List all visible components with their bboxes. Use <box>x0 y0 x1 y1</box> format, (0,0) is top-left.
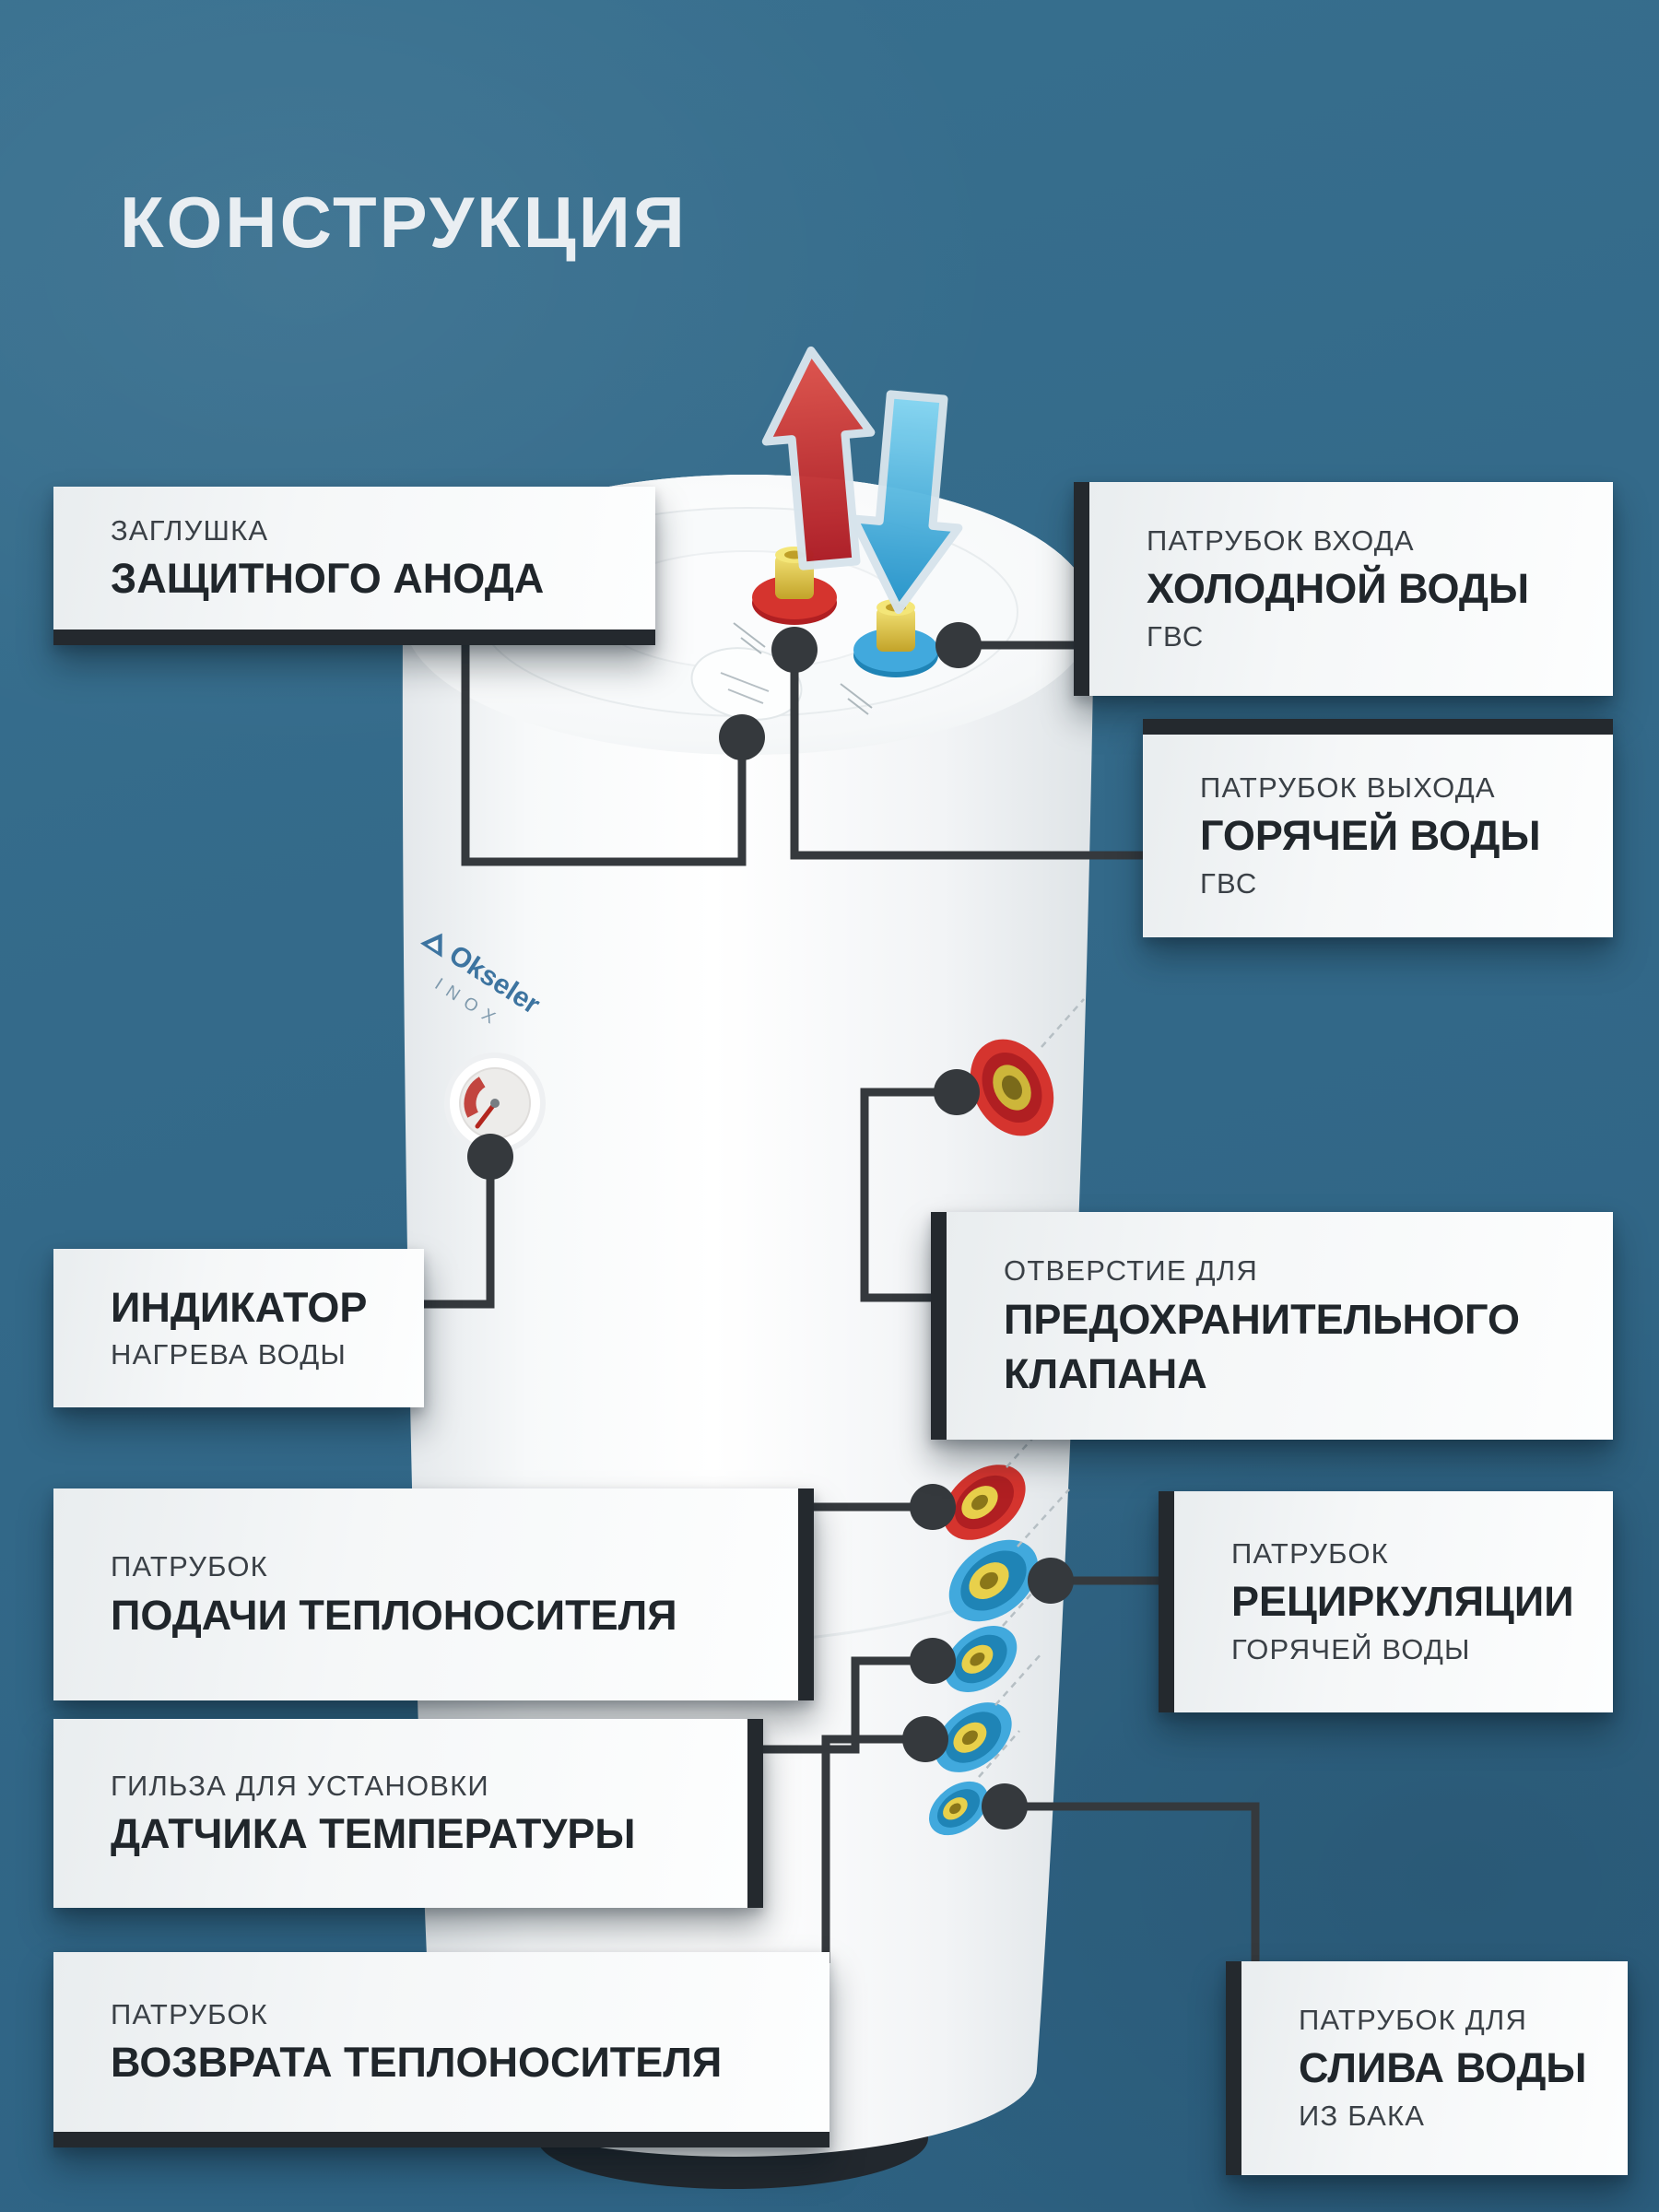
hot-water-up-arrow-icon <box>761 346 876 571</box>
engraving-mark <box>733 622 873 715</box>
port-cap-hole <box>971 1494 988 1511</box>
label-sub: ГВС <box>1200 866 1258 900</box>
callout-supply-dot <box>910 1484 956 1530</box>
label-box-heat-indicator: ИНДИКАТОР НАГРЕВА ВОДЫ <box>53 1249 424 1407</box>
callout-drain-dot <box>982 1783 1028 1830</box>
label-main: ДАТЧИКА ТЕМПЕРАТУРЫ <box>111 1810 636 1858</box>
label-main2: КЛАПАНА <box>1004 1349 1207 1397</box>
label-box-recirculation: ПАТРУБОК РЕЦИРКУЛЯЦИИ ГОРЯЧЕЙ ВОДЫ <box>1159 1491 1613 1712</box>
recirculation-port <box>948 1539 1039 1622</box>
port-cap-hole <box>1001 1075 1023 1100</box>
label-box-safety-valve: ОТВЕРСТИЕ ДЛЯ ПРЕДОХРАНИТЕЛЬНОГО КЛАПАНА <box>931 1212 1613 1440</box>
heating-return-port <box>935 1702 1012 1772</box>
port-cap-hole <box>949 1803 961 1815</box>
callout-valve-dot <box>934 1069 980 1115</box>
gauge-hub <box>490 1099 500 1108</box>
label-sub: ГВС <box>1147 619 1205 653</box>
label-box-heating-supply: ПАТРУБОК ПОДАЧИ ТЕПЛОНОСИТЕЛЯ <box>53 1488 814 1700</box>
port-cap-hole <box>980 1571 998 1590</box>
label-sub: ИЗ БАКА <box>1299 2099 1426 2132</box>
label-box-hot-outlet: ПАТРУБОК ВЫХОДА ГОРЯЧЕЙ ВОДЫ ГВС <box>1143 719 1613 937</box>
label-main: СЛИВА ВОДЫ <box>1299 2044 1587 2092</box>
label-box-cold-inlet: ПАТРУБОК ВХОДА ХОЛОДНОЙ ВОДЫ ГВС <box>1074 482 1613 696</box>
port-cap <box>877 607 915 652</box>
label-top: ПАТРУБОК ВЫХОДА <box>1200 771 1496 804</box>
callout-drain-line <box>1005 1802 1260 1968</box>
callout-dots <box>467 622 1074 1830</box>
label-main: ВОЗВРАТА ТЕПЛОНОСИТЕЛЯ <box>111 2039 723 2087</box>
gauge-needle <box>475 1100 498 1129</box>
label-main: ХОЛОДНОЙ ВОДЫ <box>1147 565 1530 613</box>
callout-valve-line <box>860 1088 957 1302</box>
callout-hot-dot <box>771 627 818 673</box>
label-main: ГОРЯЧЕЙ ВОДЫ <box>1200 812 1541 860</box>
label-top: ГИЛЬЗА ДЛЯ УСТАНОВКИ <box>111 1769 489 1802</box>
callout-anode-line <box>461 643 747 866</box>
heating-supply-port <box>943 1465 1026 1540</box>
brand-triangle-inner <box>427 939 439 952</box>
safety-valve-port <box>970 1039 1054 1136</box>
temperature-gauge-icon <box>444 1053 546 1154</box>
label-top: ПАТРУБОК <box>111 1550 268 1583</box>
label-top: ОТВЕРСТИЕ ДЛЯ <box>1004 1253 1258 1287</box>
label-main: ПРЕДОХРАНИТЕЛЬНОГО <box>1004 1295 1520 1343</box>
drain-port <box>929 1781 988 1836</box>
callout-indicator-dot <box>467 1134 513 1180</box>
label-main: ЗАЩИТНОГО АНОДА <box>111 555 545 603</box>
callout-indicator-line <box>424 1157 495 1309</box>
cold-inlet-top-port <box>853 599 938 677</box>
label-box-anode-plug: ЗАГЛУШКА ЗАЩИТНОГО АНОДА <box>53 487 655 645</box>
cold-water-down-arrow-icon <box>849 390 963 615</box>
label-top: ПАТРУБОК <box>1231 1536 1389 1570</box>
label-box-drain: ПАТРУБОК ДЛЯ СЛИВА ВОДЫ ИЗ БАКА <box>1226 1961 1628 2175</box>
label-top: ПАТРУБОК ДЛЯ <box>1299 2003 1528 2036</box>
label-box-heating-return: ПАТРУБОК ВОЗВРАТА ТЕПЛОНОСИТЕЛЯ <box>53 1952 830 2147</box>
label-top: ПАТРУБОК ВХОДА <box>1147 524 1415 557</box>
label-main: ИНДИКАТОР <box>111 1284 368 1332</box>
page-title: КОНСТРУКЦИЯ <box>120 182 688 263</box>
port-cap-hole <box>970 1652 985 1666</box>
callout-return-line <box>821 1735 925 1963</box>
label-sub: ГОРЯЧЕЙ ВОДЫ <box>1231 1632 1471 1665</box>
callout-sensor-dot <box>910 1638 956 1684</box>
label-top: ПАТРУБОК <box>111 1997 268 2030</box>
callout-sensor-line <box>763 1656 933 1754</box>
callout-return-dot <box>902 1716 948 1762</box>
callout-lines <box>424 641 1260 1968</box>
sensor-sleeve-port <box>944 1626 1018 1692</box>
label-top: ЗАГЛУШКА <box>111 513 269 547</box>
port-cap-hole <box>961 1730 978 1746</box>
callout-hot-line <box>790 650 1145 860</box>
engraving-mark <box>720 672 770 704</box>
callout-recirc-dot <box>1028 1558 1074 1604</box>
callout-anode-dot <box>719 714 765 760</box>
label-box-sensor-sleeve: ГИЛЬЗА ДЛЯ УСТАНОВКИ ДАТЧИКА ТЕМПЕРАТУРЫ <box>53 1719 763 1908</box>
label-main: РЕЦИРКУЛЯЦИИ <box>1231 1578 1574 1626</box>
callout-cold-dot <box>935 622 982 668</box>
label-main: ПОДАЧИ ТЕПЛОНОСИТЕЛЯ <box>111 1591 677 1639</box>
label-sub: НАГРЕВА ВОДЫ <box>111 1338 347 1371</box>
